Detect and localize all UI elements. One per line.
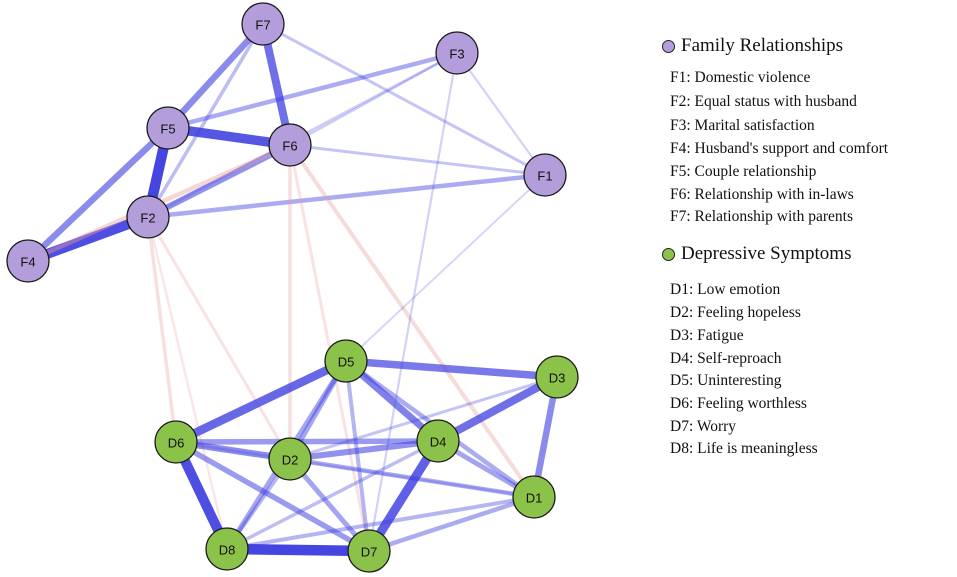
node-d3: D3 bbox=[535, 355, 579, 399]
edge-d6-d1 bbox=[174, 440, 536, 499]
node-f4: F4 bbox=[6, 239, 50, 283]
node-label: D3 bbox=[549, 371, 566, 386]
edge-f3-f1 bbox=[455, 51, 547, 177]
edge-f2-d6 bbox=[146, 215, 178, 444]
edge-d2-d3 bbox=[288, 375, 559, 461]
edge-f7-f2 bbox=[146, 22, 265, 219]
node-f3: F3 bbox=[435, 31, 479, 75]
node-circle bbox=[435, 31, 479, 75]
edge-f3-d7 bbox=[367, 51, 459, 553]
edge-f5-f3 bbox=[165, 50, 460, 131]
node-d5: D5 bbox=[324, 339, 368, 383]
node-d7: D7 bbox=[347, 529, 391, 573]
node-label: F3 bbox=[449, 47, 464, 62]
node-circle bbox=[6, 239, 50, 283]
edge-f7-f1 bbox=[261, 22, 547, 177]
edge-d8-d4 bbox=[225, 439, 440, 551]
node-circle bbox=[205, 527, 249, 571]
edge-d8-d7 bbox=[221, 543, 375, 557]
edge-f2-d8 bbox=[146, 215, 229, 551]
node-circle bbox=[324, 339, 368, 383]
node-label: F1 bbox=[537, 169, 552, 184]
node-label: F7 bbox=[255, 18, 270, 33]
node-label: D2 bbox=[282, 453, 299, 468]
node-label: D8 bbox=[219, 543, 236, 558]
node-label: F4 bbox=[20, 255, 35, 270]
node-label: D6 bbox=[168, 436, 185, 451]
edge-d7-d1 bbox=[366, 494, 537, 554]
edge-f2-d2 bbox=[146, 215, 292, 461]
edge-f6-f3 bbox=[288, 51, 459, 147]
edge-f6-f1 bbox=[288, 143, 547, 177]
node-d2: D2 bbox=[268, 437, 312, 481]
node-circle bbox=[268, 437, 312, 481]
node-f7: F7 bbox=[241, 2, 285, 46]
node-d4: D4 bbox=[416, 419, 460, 463]
node-circle bbox=[535, 355, 579, 399]
node-f2: F2 bbox=[126, 195, 170, 239]
edge-d2-d1 bbox=[287, 456, 537, 500]
node-circle bbox=[146, 106, 190, 150]
edge-d6-d5 bbox=[171, 356, 351, 447]
node-circle bbox=[512, 475, 556, 519]
node-label: F5 bbox=[160, 122, 175, 137]
edge-d6-d7 bbox=[173, 439, 372, 554]
node-label: F2 bbox=[140, 211, 155, 226]
node-d6: D6 bbox=[154, 420, 198, 464]
node-circle bbox=[126, 195, 170, 239]
node-circle bbox=[523, 153, 567, 197]
node-f5: F5 bbox=[146, 106, 190, 150]
node-f6: F6 bbox=[268, 123, 312, 167]
edge-f2-f1 bbox=[145, 172, 548, 220]
edge-d6-d4 bbox=[173, 438, 441, 445]
edge-f1-d5 bbox=[345, 174, 546, 362]
node-label: F6 bbox=[282, 139, 297, 154]
node-f1: F1 bbox=[523, 153, 567, 197]
edge-f5-f4 bbox=[24, 124, 172, 265]
edge-f6-d1 bbox=[288, 143, 536, 499]
node-circle bbox=[241, 2, 285, 46]
node-circle bbox=[347, 529, 391, 573]
node-label: D7 bbox=[361, 545, 378, 560]
node-d1: D1 bbox=[512, 475, 556, 519]
edge-f6-f2 bbox=[145, 142, 293, 220]
node-d8: D8 bbox=[205, 527, 249, 571]
node-circle bbox=[268, 123, 312, 167]
edge-d2-d4 bbox=[287, 438, 441, 462]
node-label: D4 bbox=[430, 435, 447, 450]
node-circle bbox=[416, 419, 460, 463]
node-label: D1 bbox=[526, 491, 543, 506]
node-label: D5 bbox=[338, 355, 355, 370]
edge-d5-d3 bbox=[342, 357, 561, 381]
edge-d8-d1 bbox=[225, 495, 536, 551]
edge-d4-d3 bbox=[434, 373, 561, 445]
node-circle bbox=[154, 420, 198, 464]
edge-f7-f5 bbox=[164, 20, 267, 132]
edge-d5-d7 bbox=[344, 359, 371, 553]
